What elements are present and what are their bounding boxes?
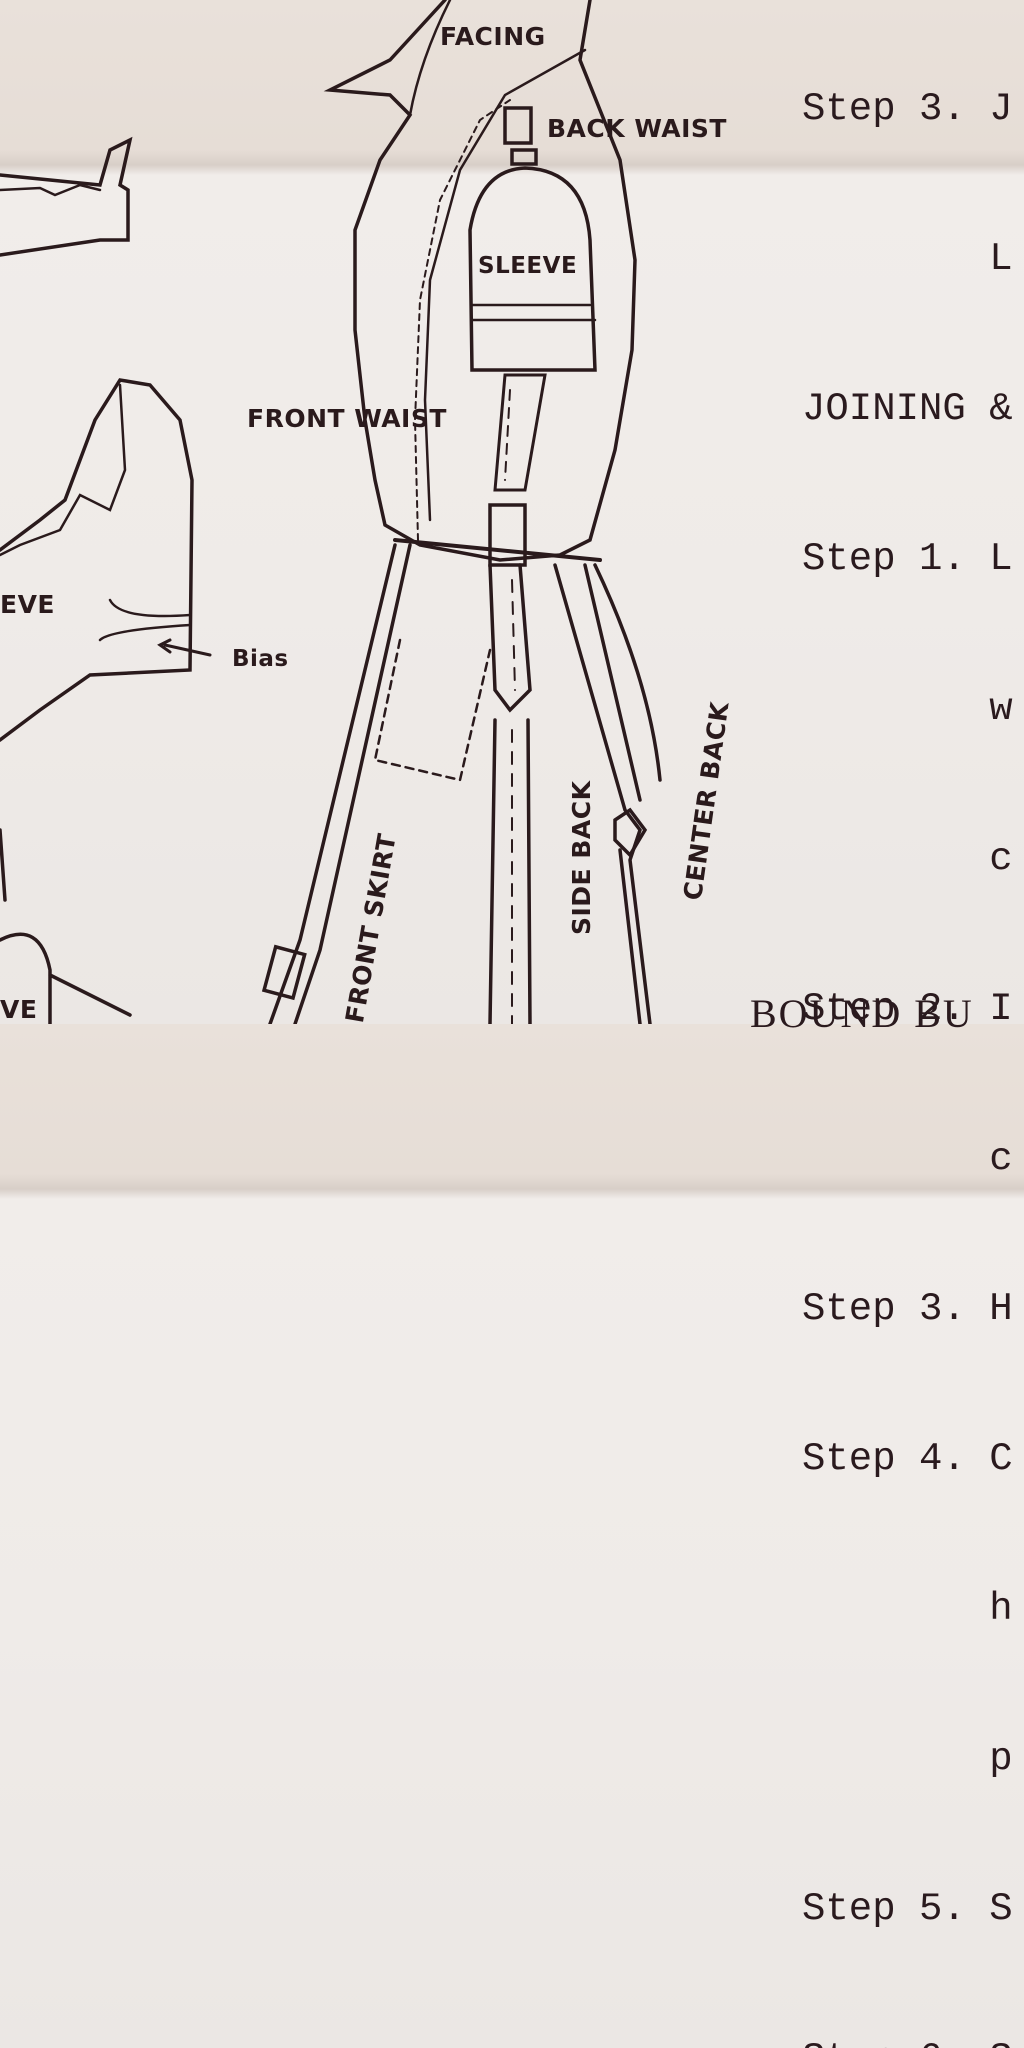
label-bias: Bias xyxy=(232,646,289,672)
instruction-line: Step 4. C xyxy=(802,1437,1013,1481)
instruction-line: Step 5. S xyxy=(802,1887,1013,1931)
section-heading-bound: BOUND BU xyxy=(750,991,974,1036)
instruction-line: w xyxy=(802,687,1013,731)
label-sleeve: SLEEVE xyxy=(478,253,578,279)
instruction-line: h xyxy=(802,1587,1013,1631)
label-bottom-partial: VE xyxy=(0,995,38,1024)
left-sleeve-piece xyxy=(0,378,194,742)
back-waist-piece xyxy=(503,106,533,145)
pattern-diagram xyxy=(0,0,662,1024)
label-back-waist: BACK WAIST xyxy=(547,114,727,143)
instruction-line: c xyxy=(802,837,1013,881)
label-front-waist: FRONT WAIST xyxy=(247,404,447,433)
sleeve-piece xyxy=(468,166,597,372)
instruction-line: p xyxy=(802,1737,1013,1781)
instruction-line: c xyxy=(802,1137,1013,1181)
instruction-line: Step 6. S xyxy=(802,2034,1013,2048)
instruction-line: Step 3. H xyxy=(802,1287,1013,1331)
label-left-sleeve: EVE xyxy=(0,590,56,619)
instruction-line: L xyxy=(802,237,1013,281)
bodice-outline xyxy=(323,0,637,562)
label-side-back: SIDE BACK xyxy=(567,780,596,935)
center-back-piece xyxy=(553,563,662,1024)
side-back-piece xyxy=(488,563,532,1024)
instruction-line: Step 1. L xyxy=(802,537,1013,581)
instruction-line: Step 3. J xyxy=(802,87,1013,131)
collar-piece-left xyxy=(0,136,133,257)
instruction-heading: JOINING & xyxy=(802,387,1013,431)
label-facing: FACING xyxy=(440,22,546,51)
